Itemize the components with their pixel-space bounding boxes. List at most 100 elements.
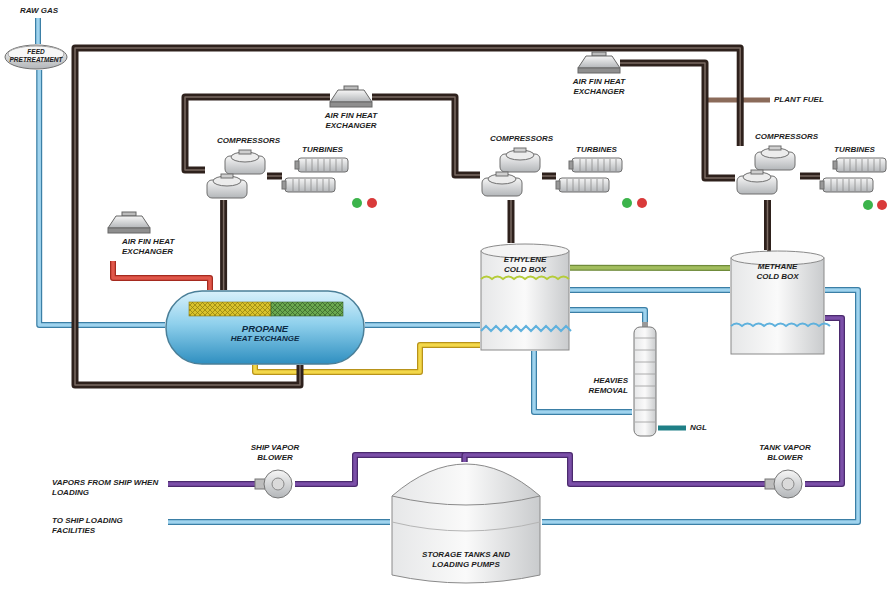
compressor-group: COMPRESSORS xyxy=(735,146,800,200)
feed-pipe xyxy=(36,18,40,44)
pipe-inner xyxy=(510,200,512,243)
process-pipe xyxy=(372,97,480,175)
pipe-inner xyxy=(113,261,210,290)
text-block: COMPRESSORS xyxy=(217,136,297,146)
text-block: AIR FIN HEAT EXCHANGER xyxy=(316,111,386,131)
pipe-inner xyxy=(570,310,645,322)
comp-shape xyxy=(480,148,542,200)
plain-label: PLANT FUEL xyxy=(774,95,854,105)
pipe-outer xyxy=(372,97,480,175)
process-pipe xyxy=(800,176,820,177)
pipe-inner xyxy=(223,200,225,290)
node-label: AIR FIN HEAT EXCHANGER xyxy=(316,111,386,131)
pipe-inner xyxy=(365,323,480,327)
turb-shape xyxy=(282,158,348,194)
process-pipe xyxy=(620,63,735,178)
pipe-outer xyxy=(570,310,645,322)
plain-label: TO SHIP LOADING FACILITIES xyxy=(52,516,164,536)
text-block: SHIP VAPOR BLOWER xyxy=(235,443,315,463)
text-block: TURBINES xyxy=(302,145,362,155)
fan-shape xyxy=(578,52,620,74)
process-pipe xyxy=(511,200,512,243)
node-label: HEAVIES REMOVAL xyxy=(570,376,628,396)
turbine-group: TURBINES xyxy=(820,158,886,194)
node-label: COMPRESSORS xyxy=(755,132,835,142)
node-label: METHANE xyxy=(734,262,821,272)
process-pipe xyxy=(542,290,858,522)
compressor-group: COMPRESSORS xyxy=(480,148,542,200)
process-pipe xyxy=(570,290,730,291)
pipe-outer xyxy=(764,200,772,250)
plain-label: NGL xyxy=(690,423,730,433)
node-label: TANK VAPOR BLOWER xyxy=(745,443,825,463)
propane-drum: PROPANEHEAT EXCHANGE xyxy=(165,290,365,365)
text-block: HEAVIES REMOVAL xyxy=(570,376,628,396)
pipe-inner xyxy=(766,200,768,250)
node-label: COMPRESSORS xyxy=(490,134,570,144)
cold-box: ETHYLENECOLD BOX xyxy=(480,243,570,351)
air-fin-exchanger: AIR FIN HEAT EXCHANGER xyxy=(330,86,372,108)
pipe-outer xyxy=(365,322,480,328)
pipe-inner xyxy=(620,63,735,178)
pipe-outer xyxy=(267,173,282,180)
process-pipe xyxy=(534,351,632,412)
text-block: METHANECOLD BOX xyxy=(734,262,821,282)
text-block: AIR FIN HEAT EXCHANGER xyxy=(122,237,192,257)
vapor-blower: TANK VAPOR BLOWER xyxy=(765,468,805,500)
process-pipe xyxy=(113,261,210,290)
vapor-pipe xyxy=(168,482,255,486)
pipe-inner xyxy=(800,175,820,177)
text-block: FEED PRETREATMENT xyxy=(6,48,66,64)
fan-shape xyxy=(330,86,372,108)
pipe-outer xyxy=(570,265,730,271)
node-label: HEAT EXCHANGE xyxy=(215,334,315,344)
comp-shape xyxy=(735,146,800,200)
process-pipe xyxy=(267,176,282,177)
pipe-outer xyxy=(542,290,858,522)
node-label: TURBINES xyxy=(834,145,892,155)
text-block: AIR FIN HEAT EXCHANGER xyxy=(564,77,634,97)
blower-shape xyxy=(255,468,295,500)
column-shape xyxy=(632,322,658,437)
node-label: FEED PRETREATMENT xyxy=(6,48,66,64)
text-block: TURBINES xyxy=(576,145,636,155)
process-pipe xyxy=(39,70,165,325)
process-pipe xyxy=(365,325,480,326)
status-light xyxy=(622,198,632,208)
air-fin-exchanger: AIR FIN HEAT EXCHANGER xyxy=(108,212,150,261)
vapor-pipe xyxy=(168,481,255,487)
pipe-outer xyxy=(620,63,735,178)
pipe-outer xyxy=(534,351,632,412)
status-light xyxy=(637,198,647,208)
node-label: TURBINES xyxy=(302,145,362,155)
pipe-inner xyxy=(542,290,858,522)
pipe-outer xyxy=(508,200,515,243)
turb-shape xyxy=(820,158,886,194)
compressor-group: COMPRESSORS xyxy=(205,150,267,200)
status-light xyxy=(352,198,362,208)
node-label: COLD BOX xyxy=(484,265,566,275)
pipe-inner xyxy=(542,175,556,177)
text-block: COMPRESSORS xyxy=(755,132,835,142)
process-pipe xyxy=(570,310,645,322)
text-block: COMPRESSORS xyxy=(490,134,570,144)
air-fin-exchanger: AIR FIN HEAT EXCHANGER xyxy=(578,52,620,74)
comp-shape xyxy=(205,150,267,200)
text-block: PROPANEHEAT EXCHANGE xyxy=(215,323,315,344)
pipe-inner xyxy=(372,97,480,175)
ngl-pipe xyxy=(658,426,686,431)
cold-box: METHANECOLD BOX xyxy=(730,250,825,355)
node-label: AIR FIN HEAT EXCHANGER xyxy=(564,77,634,97)
pipe-outer xyxy=(800,173,820,180)
text-block: STORAGE TANKS AND LOADING PUMPS xyxy=(414,550,518,570)
pipe-inner xyxy=(534,351,632,412)
node-label: SHIP VAPOR BLOWER xyxy=(235,443,315,463)
process-pipe xyxy=(570,267,730,268)
turbine-group: TURBINES xyxy=(282,158,348,194)
fan-shape xyxy=(108,212,150,234)
process-pipe xyxy=(223,200,224,290)
node-label: ETHYLENE xyxy=(484,255,566,265)
pipe-outer xyxy=(570,287,730,293)
storage-tank: STORAGE TANKS AND LOADING PUMPS xyxy=(390,462,542,585)
